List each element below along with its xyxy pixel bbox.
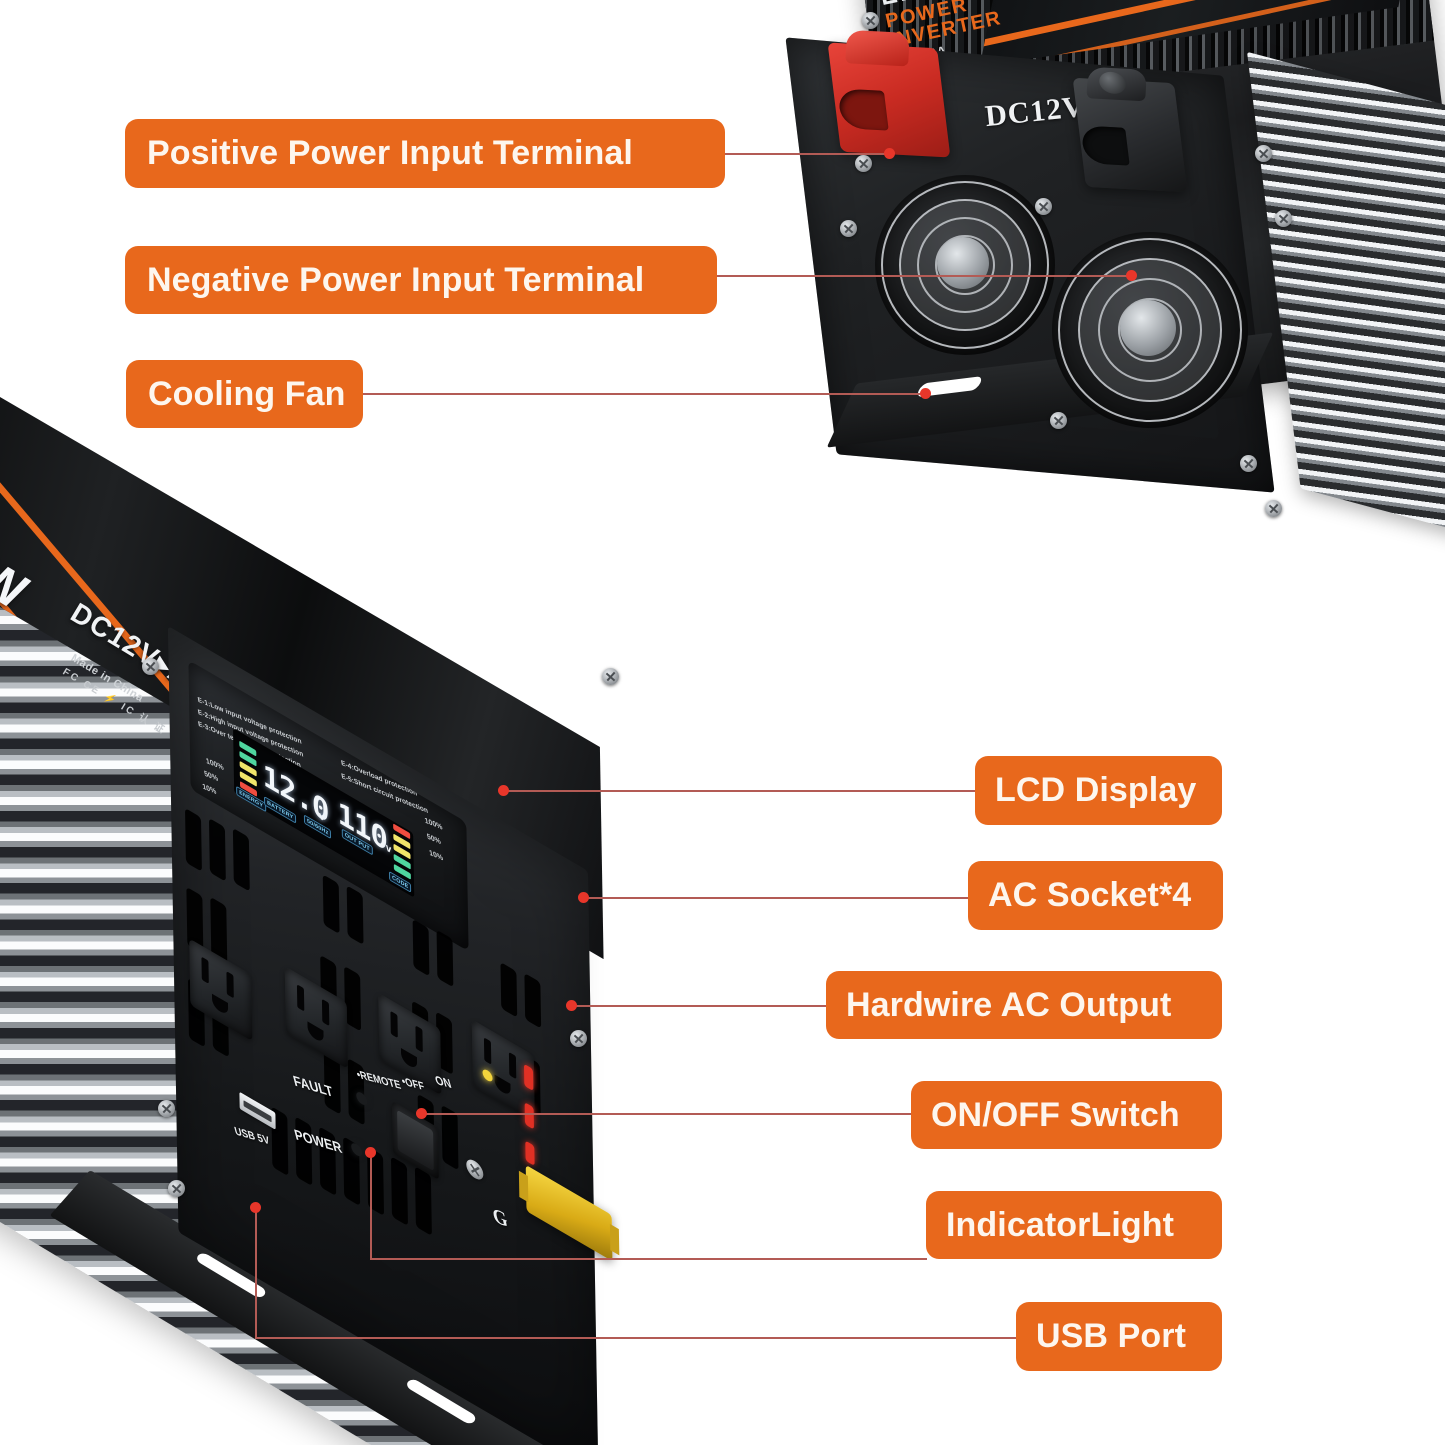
ac-socket-2 bbox=[284, 966, 348, 1069]
callout-label-text: Cooling Fan bbox=[148, 374, 346, 413]
callout-label-text: USB Port bbox=[1036, 1317, 1187, 1355]
leader-dot-indicator-light bbox=[365, 1147, 376, 1158]
scale-right-100: 100% bbox=[424, 817, 444, 832]
callout-indicator-light[interactable]: IndicatorLight bbox=[926, 1191, 1222, 1259]
screw bbox=[570, 1030, 587, 1047]
screw bbox=[1275, 210, 1292, 227]
callout-label-text: AC Socket*4 bbox=[988, 876, 1192, 914]
top-inverter-unit: EFFORTWAY POWER INVERTER F-5000A 5 DC12V bbox=[785, 0, 1445, 660]
callout-label-text: Hardwire AC Output bbox=[846, 985, 1172, 1024]
leader-line-cooling-fan bbox=[358, 393, 930, 395]
leader-line-hardwire-output bbox=[574, 1005, 827, 1007]
bottom-inverter-unit: PEAK 5000W DC12V▸AC110V Made in China FC… bbox=[0, 362, 730, 1445]
screw bbox=[862, 12, 879, 29]
load-bar-graph bbox=[393, 823, 411, 880]
callout-positive-power-input-terminal[interactable]: Positive Power Input Terminal bbox=[125, 119, 725, 188]
leader-dot-negative-terminal bbox=[1126, 270, 1137, 281]
leader-line-negative-terminal bbox=[712, 275, 1134, 277]
screw bbox=[142, 658, 159, 675]
screw bbox=[1050, 412, 1067, 429]
hardwire-ac-output-terminal bbox=[518, 1164, 620, 1262]
callout-lcd-display[interactable]: LCD Display bbox=[975, 756, 1222, 825]
scale-right-10: 10% bbox=[428, 849, 444, 863]
callout-ac-socket[interactable]: AC Socket*4 bbox=[968, 861, 1223, 930]
leader-line-lcd-display bbox=[505, 790, 977, 792]
leader-dot-hardwire-output bbox=[566, 1000, 577, 1011]
positive-power-terminal bbox=[827, 29, 951, 158]
leader-line-usb-horizontal bbox=[255, 1337, 1017, 1339]
leader-line-on-off-switch bbox=[424, 1113, 912, 1115]
leader-line-indicator-vertical bbox=[370, 1157, 372, 1260]
top-unit-side-heatsink bbox=[1247, 51, 1445, 545]
callout-label-text: ON/OFF Switch bbox=[931, 1095, 1180, 1134]
callout-hardwire-ac-output[interactable]: Hardwire AC Output bbox=[826, 971, 1222, 1039]
callout-label-text: IndicatorLight bbox=[946, 1205, 1175, 1244]
leader-line-positive-terminal bbox=[722, 153, 892, 155]
leader-line-usb-vertical bbox=[255, 1212, 257, 1339]
scale-left-100: 100% bbox=[205, 757, 225, 773]
callout-on-off-switch[interactable]: ON/OFF Switch bbox=[911, 1081, 1222, 1149]
scale-left-10: 10% bbox=[201, 783, 217, 797]
output-voltage-unit: v bbox=[385, 841, 391, 856]
callout-usb-port[interactable]: USB Port bbox=[1016, 1302, 1222, 1371]
callout-cooling-fan[interactable]: Cooling Fan bbox=[126, 360, 363, 428]
positive-terminal-hole bbox=[837, 88, 889, 131]
battery-voltage-unit: v bbox=[318, 809, 324, 824]
cooling-fan-left bbox=[875, 175, 1055, 355]
scale-left-50: 50% bbox=[203, 770, 219, 784]
leader-line-ac-socket bbox=[586, 897, 970, 899]
callout-label-text: LCD Display bbox=[995, 771, 1197, 809]
callout-label-text: Positive Power Input Terminal bbox=[147, 134, 633, 172]
screw bbox=[1265, 500, 1282, 517]
red-indicator-led-3 bbox=[525, 1140, 535, 1166]
screw bbox=[840, 220, 857, 237]
positive-terminal-cap bbox=[845, 29, 910, 67]
fan-guard-left bbox=[879, 179, 1051, 351]
screw bbox=[1255, 145, 1272, 162]
leader-dot-lcd-display bbox=[498, 785, 509, 796]
screw bbox=[158, 1100, 175, 1117]
leader-dot-usb-port bbox=[250, 1202, 261, 1213]
negative-power-terminal bbox=[1072, 66, 1188, 193]
leader-dot-on-off-switch bbox=[416, 1108, 427, 1119]
ground-label: G bbox=[490, 1204, 510, 1233]
negative-terminal-hole bbox=[1080, 125, 1130, 166]
usb-label: USB 5V bbox=[233, 1125, 271, 1148]
leader-dot-positive-terminal bbox=[884, 148, 895, 159]
usb-port-connector bbox=[239, 1091, 276, 1130]
screw bbox=[855, 155, 872, 172]
screw bbox=[1240, 455, 1257, 472]
scale-right-50: 50% bbox=[426, 833, 442, 847]
callout-negative-power-input-terminal[interactable]: Negative Power Input Terminal bbox=[125, 246, 717, 314]
screw bbox=[602, 668, 619, 685]
lcd-screen: ENERGY 12.0 v BATTERY 50/60Hz 110 v OUT … bbox=[233, 727, 415, 898]
leader-line-indicator-horizontal bbox=[370, 1258, 927, 1260]
fan-guard-right bbox=[1056, 236, 1244, 424]
screw bbox=[168, 1180, 185, 1197]
screw bbox=[1035, 198, 1052, 215]
cooling-fan-right bbox=[1052, 232, 1248, 428]
leader-dot-ac-socket bbox=[578, 892, 589, 903]
screw bbox=[466, 1156, 484, 1184]
leader-dot-cooling-fan bbox=[920, 388, 931, 399]
callout-label-text: Negative Power Input Terminal bbox=[147, 260, 645, 299]
